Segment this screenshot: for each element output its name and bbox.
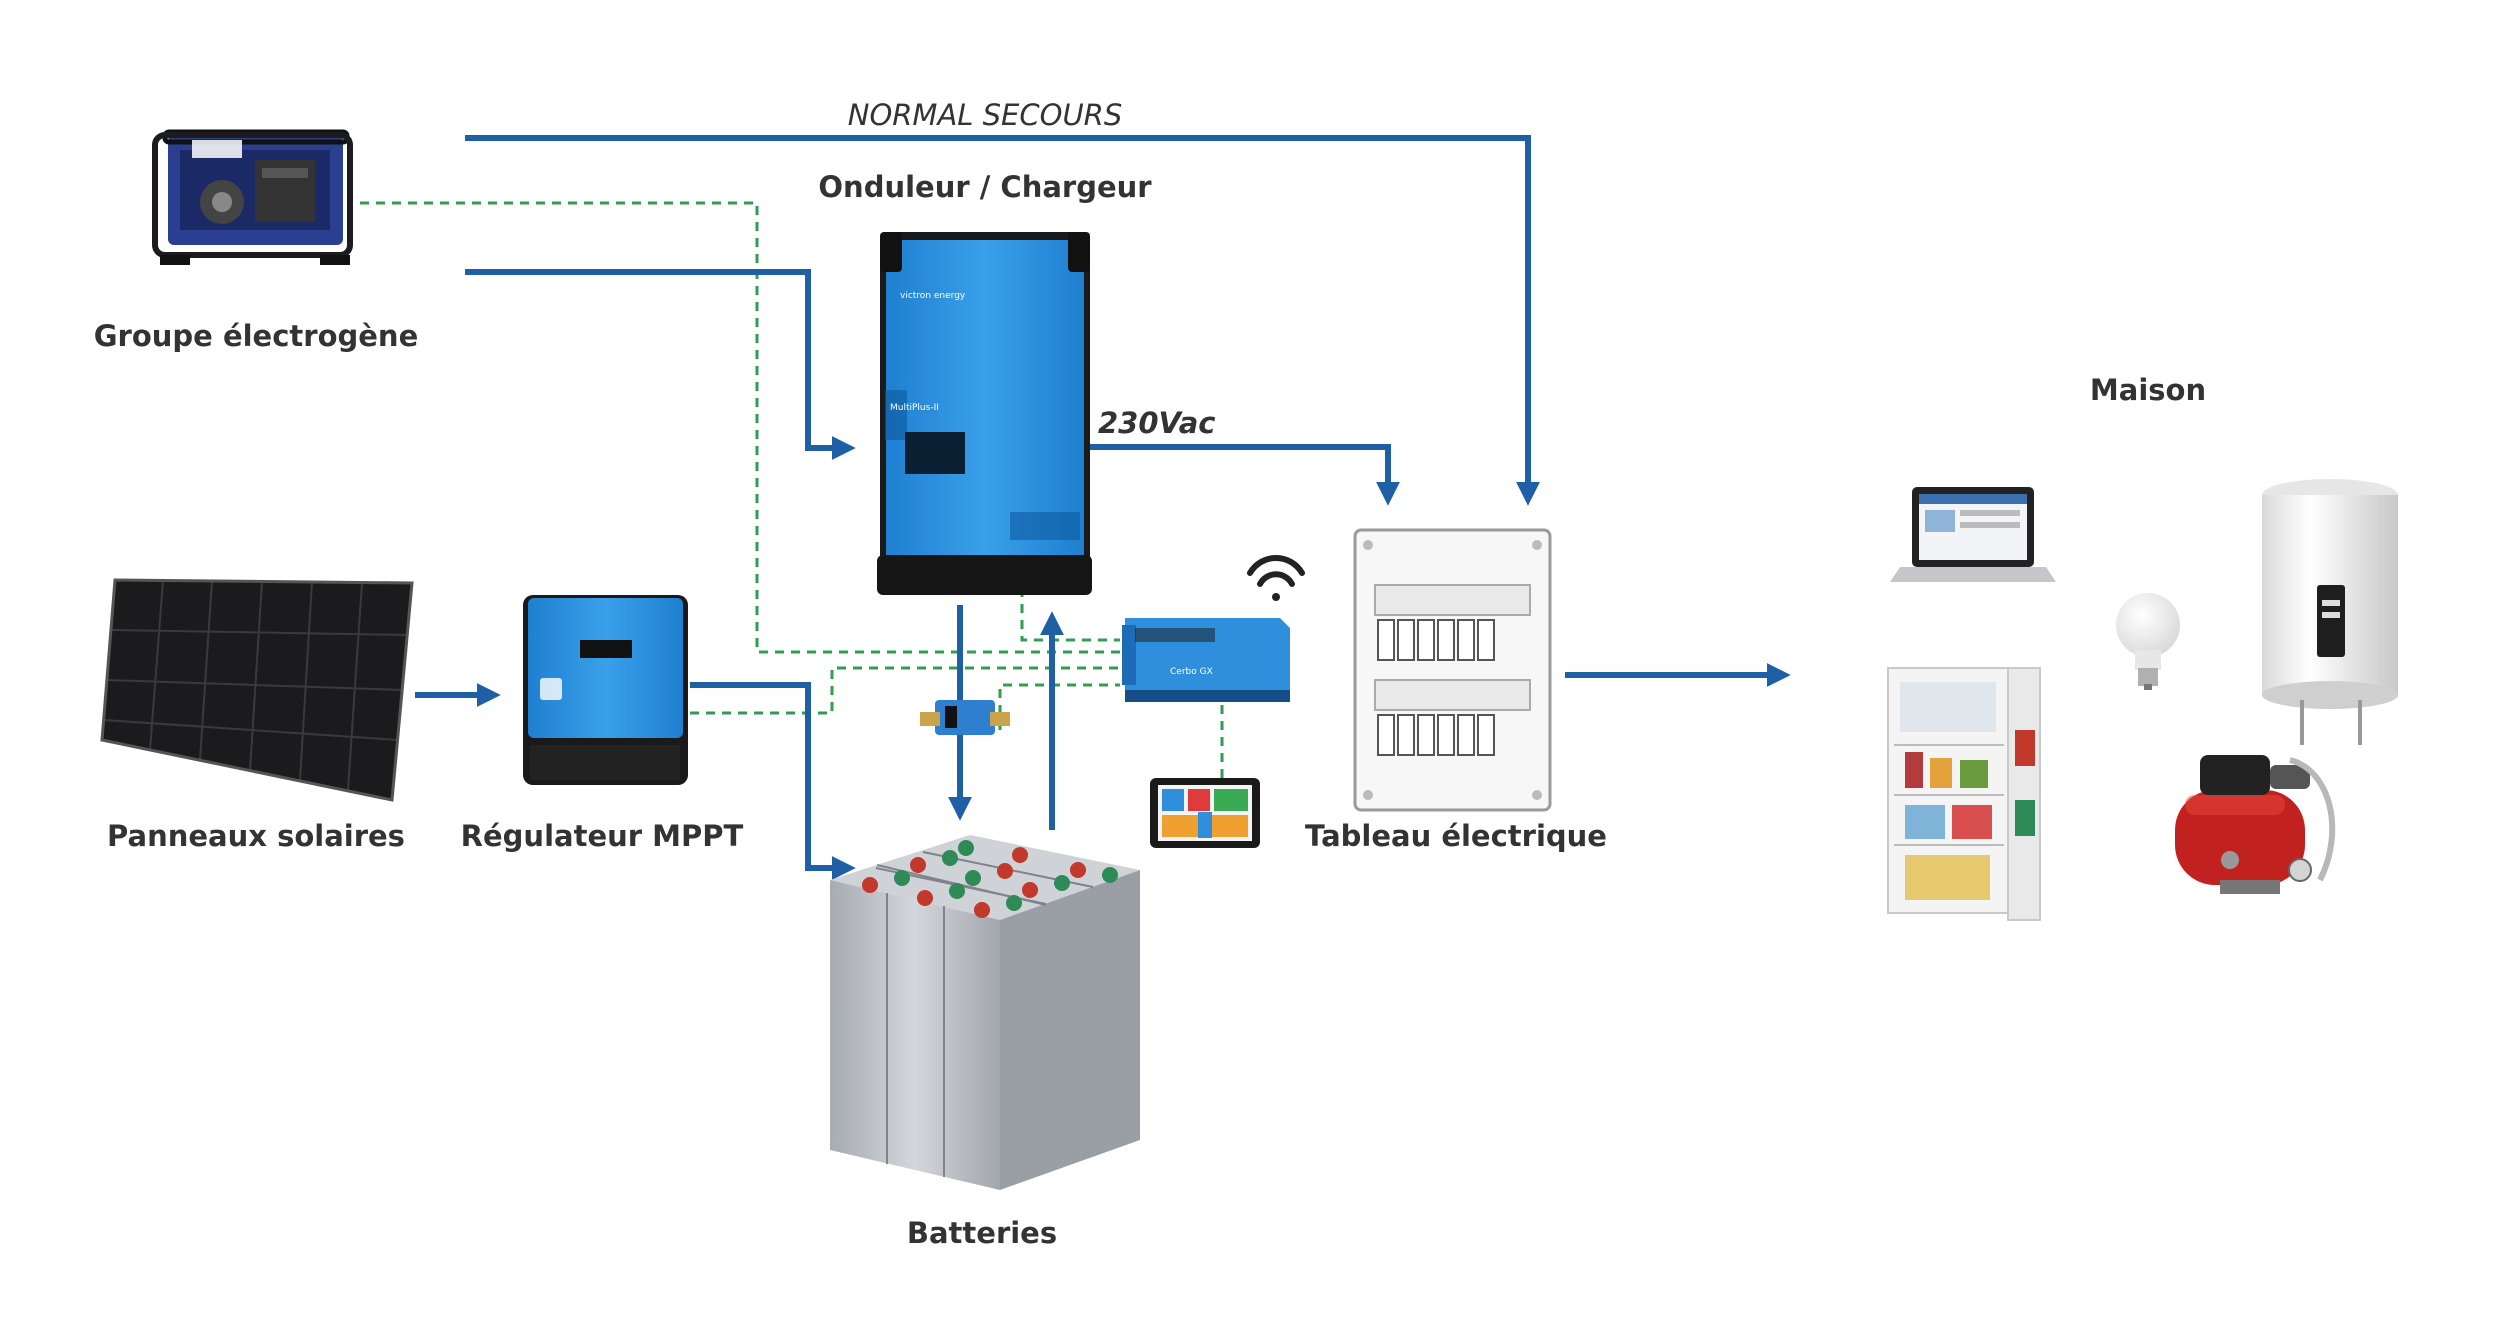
shunt-icon — [920, 700, 1010, 735]
refrigerator-contents — [1905, 730, 2035, 900]
batteries-label: Batteries — [907, 1216, 1057, 1250]
generator-label: Groupe électrogène — [94, 319, 419, 353]
generator-icon — [152, 129, 353, 265]
svg-text:MultiPlus-II: MultiPlus-II — [890, 403, 939, 413]
solar-panel-icon — [100, 578, 414, 802]
refrigerator-icon — [1887, 667, 2041, 921]
data-line-inverter — [1020, 588, 1120, 642]
inverter-label: Onduleur / Chargeur — [818, 170, 1152, 204]
inverter-charger-icon: victron energy MultiPlus-II — [877, 232, 1092, 595]
line-inverter-to-panel — [1090, 444, 1400, 506]
mppt-label: Régulateur MPPT — [461, 819, 744, 853]
line-normal-secours — [465, 135, 1540, 506]
power-lines — [415, 135, 1791, 880]
battery-terminals — [862, 840, 1118, 918]
electrical-panel-icon — [1353, 528, 1552, 812]
line-mppt-to-batteries — [690, 682, 856, 880]
laptop-icon — [1890, 487, 2056, 582]
svg-text:victron energy: victron energy — [900, 291, 966, 301]
cerbo-label: Cerbo GX — [1170, 667, 1213, 677]
panel-label: Tableau électrique — [1305, 819, 1607, 853]
light-bulb-icon — [2116, 593, 2180, 690]
water-heater-icon — [2262, 479, 2398, 745]
data-line-generator — [360, 201, 1120, 654]
cerbo-gx-icon: Cerbo GX — [1122, 618, 1290, 702]
data-line-shunt — [998, 683, 1120, 730]
touch-display-icon — [1150, 778, 1260, 848]
solar-label: Panneaux solaires — [107, 819, 405, 853]
water-pump-icon — [2175, 755, 2336, 894]
ac-output-label: 230Vac — [1098, 406, 1216, 440]
line-generator-to-inverter — [465, 269, 856, 460]
data-line-mppt — [690, 666, 1120, 715]
wifi-icon — [1247, 554, 1305, 601]
battery-bank-icon — [830, 835, 1140, 1190]
data-lines — [360, 201, 1224, 778]
mppt-controller-icon — [523, 595, 688, 785]
house-label: Maison — [2090, 373, 2206, 407]
normal-secours-label: NORMAL SECOURS — [848, 98, 1123, 132]
